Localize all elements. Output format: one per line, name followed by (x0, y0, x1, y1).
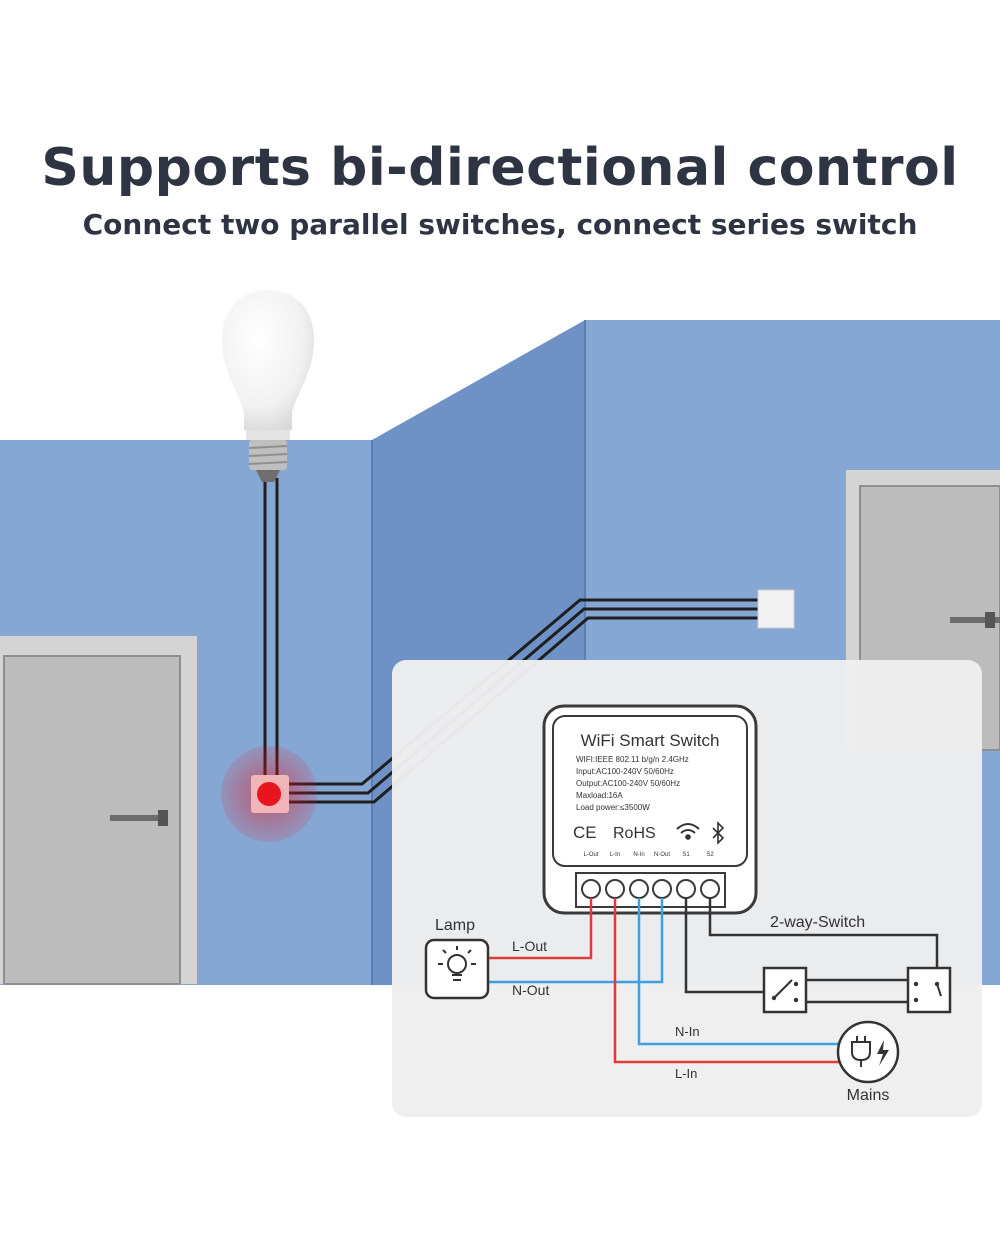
wire-l-out (488, 898, 593, 960)
bluetooth-icon (712, 821, 725, 845)
plug-icon (851, 1036, 871, 1067)
lamp-label: Lamp (435, 917, 475, 934)
l-out-label: L-Out (512, 938, 547, 954)
wall-switch-box (757, 589, 795, 629)
terminal-screws (581, 879, 720, 899)
terminal-label: N-Out (654, 852, 670, 858)
terminal-label: S2 (706, 852, 714, 858)
device-spec: WIFI:IEEE 802.11 b/g/n 2.4GHz (576, 755, 689, 764)
smart-switch-location (221, 746, 317, 842)
page-title: Supports bi-directional control (41, 138, 959, 198)
left-door (0, 636, 197, 985)
device-spec: Maxload:16A (576, 791, 623, 800)
lightning-icon (877, 1040, 889, 1066)
device-spec: Output:AC100-240V 50/60Hz (576, 779, 680, 788)
mains-label: Mains (847, 1087, 890, 1104)
light-bulb-icon (222, 290, 314, 482)
terminal-label: N-In (633, 852, 644, 858)
terminal-label: L-Out (583, 852, 598, 858)
wire-n-out (488, 898, 664, 984)
page-subtitle: Connect two parallel switches, connect s… (82, 208, 918, 241)
mains-icon (836, 1020, 900, 1084)
wire-n-in (637, 898, 840, 1046)
switch-icon (762, 966, 808, 1014)
rohs-mark: RoHS (613, 825, 656, 842)
terminal-label: S1 (682, 852, 690, 858)
n-out-label: N-Out (512, 982, 549, 998)
switch-icon (906, 966, 952, 1014)
n-in-label: N-In (675, 1024, 700, 1039)
wire-l-in (613, 898, 840, 1064)
two-way-switch-label: 2-way-Switch (770, 914, 865, 931)
ce-mark: CE (573, 823, 597, 842)
device-name: WiFi Smart Switch (581, 731, 720, 750)
terminal-label: L-In (610, 852, 620, 858)
wifi-icon (676, 823, 700, 840)
wire-s1 (684, 898, 764, 994)
wire-s2 (708, 898, 939, 972)
lamp-icon (424, 938, 490, 1000)
l-in-label: L-In (675, 1066, 697, 1081)
ceiling-wires (263, 478, 279, 775)
device-spec: Load power:≤3500W (576, 803, 650, 812)
smart-switch-device: WiFi Smart Switch WIFI:IEEE 802.11 b/g/n… (542, 704, 758, 915)
device-spec: Input:AC100-240V 50/60Hz (576, 767, 674, 776)
